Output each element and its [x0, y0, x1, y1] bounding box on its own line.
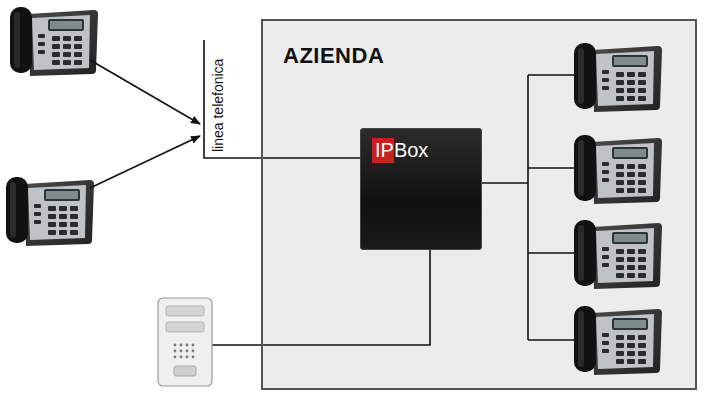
- pbx-server: IPBox: [360, 128, 482, 250]
- company-box: AZIENDA IPBox: [261, 19, 697, 390]
- wire: [528, 252, 578, 254]
- wire: [212, 250, 430, 345]
- phone: [574, 306, 662, 375]
- wire: [528, 339, 578, 341]
- wire: [528, 74, 578, 76]
- wire: [482, 182, 528, 184]
- phone: [574, 43, 662, 112]
- phone: [574, 220, 662, 289]
- company-ground: [261, 19, 697, 390]
- intercom: [158, 298, 212, 386]
- call-arrow: [90, 136, 200, 188]
- device-label: IPBox: [372, 138, 431, 163]
- wire: [527, 75, 529, 340]
- company-title: AZIENDA: [283, 43, 384, 69]
- call-arrow: [90, 60, 200, 124]
- wire: [528, 167, 578, 169]
- phone: [10, 7, 98, 76]
- phone: [6, 177, 94, 246]
- line-label: linea telefonica: [210, 59, 226, 152]
- phone: [574, 135, 662, 204]
